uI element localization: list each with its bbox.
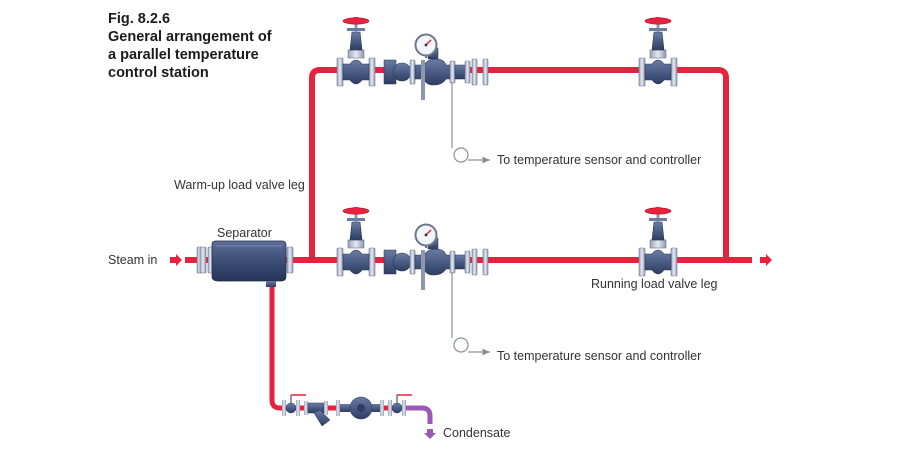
figure-title: Fig. 8.2.6 General arrangement of a para…: [108, 10, 318, 82]
globe-valve-icon: [336, 206, 376, 277]
condensate-arrow-icon: [424, 429, 436, 439]
globe-valve-icon: [336, 16, 376, 87]
warmup-control-valve: [383, 33, 489, 100]
running-isolation-valve-inlet: [336, 206, 376, 277]
pressure-gauge-icon: [414, 33, 438, 58]
warmup-leg-pipe: [309, 67, 729, 260]
drain-valve-2: [388, 394, 412, 416]
separator-label: Separator: [217, 226, 272, 240]
running-control-valve: [383, 223, 489, 290]
sensor-label-upper: To temperature sensor and controller: [497, 153, 702, 167]
sensor-capillary-upper: [451, 82, 490, 164]
warmup-isolation-valve-inlet: [336, 16, 376, 87]
sensor-capillary-lower: [451, 272, 490, 356]
separator-icon: [196, 240, 294, 287]
steam-in-arrow-icon: [170, 254, 182, 266]
warmup-isolation-valve-outlet: [638, 16, 678, 87]
running-isolation-valve-outlet: [638, 206, 678, 277]
pressure-gauge-icon: [414, 223, 438, 248]
condensate-label: Condensate: [443, 426, 511, 440]
drain-valve-1: [282, 394, 306, 416]
steam-trap-icon: [336, 396, 384, 420]
drain-pipe-red: [269, 280, 395, 411]
running-leg-label: Running load valve leg: [591, 277, 718, 291]
condensate-pipe: [395, 405, 433, 424]
steam-out-arrow-icon: [760, 254, 772, 266]
globe-valve-icon: [638, 206, 678, 277]
warmup-leg-label: Warm-up load valve leg: [174, 178, 305, 192]
figure-caption-line-3: control station: [108, 65, 209, 81]
steam-in-label: Steam in: [108, 253, 158, 267]
globe-valve-icon: [638, 16, 678, 87]
figure-number: Fig. 8.2.6: [108, 11, 171, 27]
drain-line: [269, 280, 433, 424]
figure-caption-line-1: General arrangement of: [108, 29, 272, 45]
figure-caption-line-2: a parallel temperature: [108, 47, 259, 63]
sensor-label-lower: To temperature sensor and controller: [497, 349, 702, 363]
strainer-icon: [304, 401, 331, 427]
